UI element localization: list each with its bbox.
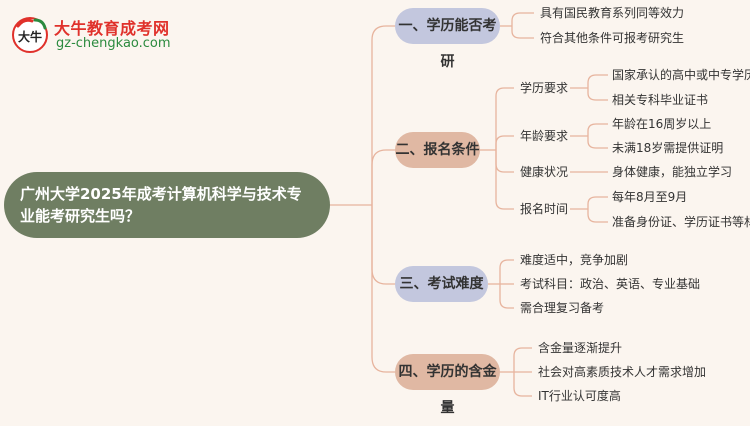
leaf-2-2-2: 未满18岁需提供证明 — [612, 141, 724, 155]
leaf-2-1-1: 国家承认的高中或中专学历 — [612, 68, 750, 82]
logo-url: gz-chengkao.com — [56, 36, 171, 51]
section-1-title: 一、学历能否考研 — [398, 18, 497, 70]
section-2-title: 二、报名条件 — [395, 142, 480, 158]
leaf-2-4-2: 准备身份证、学历证书等材料 — [612, 215, 750, 229]
section-node-1: 一、学历能否考研 — [395, 8, 500, 70]
logo-mark-icon: 大牛 — [12, 17, 48, 53]
leaf-1-2: 符合其他条件可报考研究生 — [540, 31, 685, 45]
group-label-education: 学历要求 — [520, 81, 569, 95]
root-node: 广州大学2025年成考计算机科学与技术专业能考研究生吗？ — [4, 172, 330, 238]
group-label-time: 报名时间 — [520, 202, 569, 216]
leaf-3-1: 难度适中，竞争加剧 — [520, 253, 629, 267]
section-node-3: 三、考试难度 — [395, 266, 488, 302]
leaf-3-2: 考试科目：政治、英语、专业基础 — [520, 277, 701, 291]
leaf-1-1: 具有国民教育系列同等效力 — [540, 6, 685, 20]
leaf-3-3: 需合理复习备考 — [520, 301, 605, 315]
leaf-2-1-2: 相关专科毕业证书 — [612, 93, 709, 107]
leaf-2-3-1: 身体健康，能独立学习 — [612, 165, 733, 179]
section-node-2: 二、报名条件 — [395, 132, 480, 168]
leaf-2-2-1: 年龄在16周岁以上 — [612, 117, 712, 131]
leaf-2-4-1: 每年8月至9月 — [612, 190, 688, 204]
logo-title: 大牛教育成考网 — [54, 19, 170, 38]
group-label-age: 年龄要求 — [520, 129, 569, 143]
connector-lines — [330, 12, 608, 397]
logo[interactable]: 大牛 大牛教育成考网 gz-chengkao.com — [10, 14, 190, 58]
leaf-4-3: IT行业认可度高 — [538, 389, 621, 403]
section-node-4: 四、学历的含金量 — [395, 354, 500, 416]
group-label-health: 健康状况 — [520, 165, 569, 179]
leaf-4-2: 社会对高素质技术人才需求增加 — [538, 365, 707, 379]
section-3-title: 三、考试难度 — [399, 276, 484, 292]
leaf-4-1: 含金量逐渐提升 — [538, 341, 623, 355]
root-title: 广州大学2025年成考计算机科学与技术专业能考研究生吗？ — [20, 185, 302, 225]
logo-mark-text: 大牛 — [18, 29, 42, 44]
